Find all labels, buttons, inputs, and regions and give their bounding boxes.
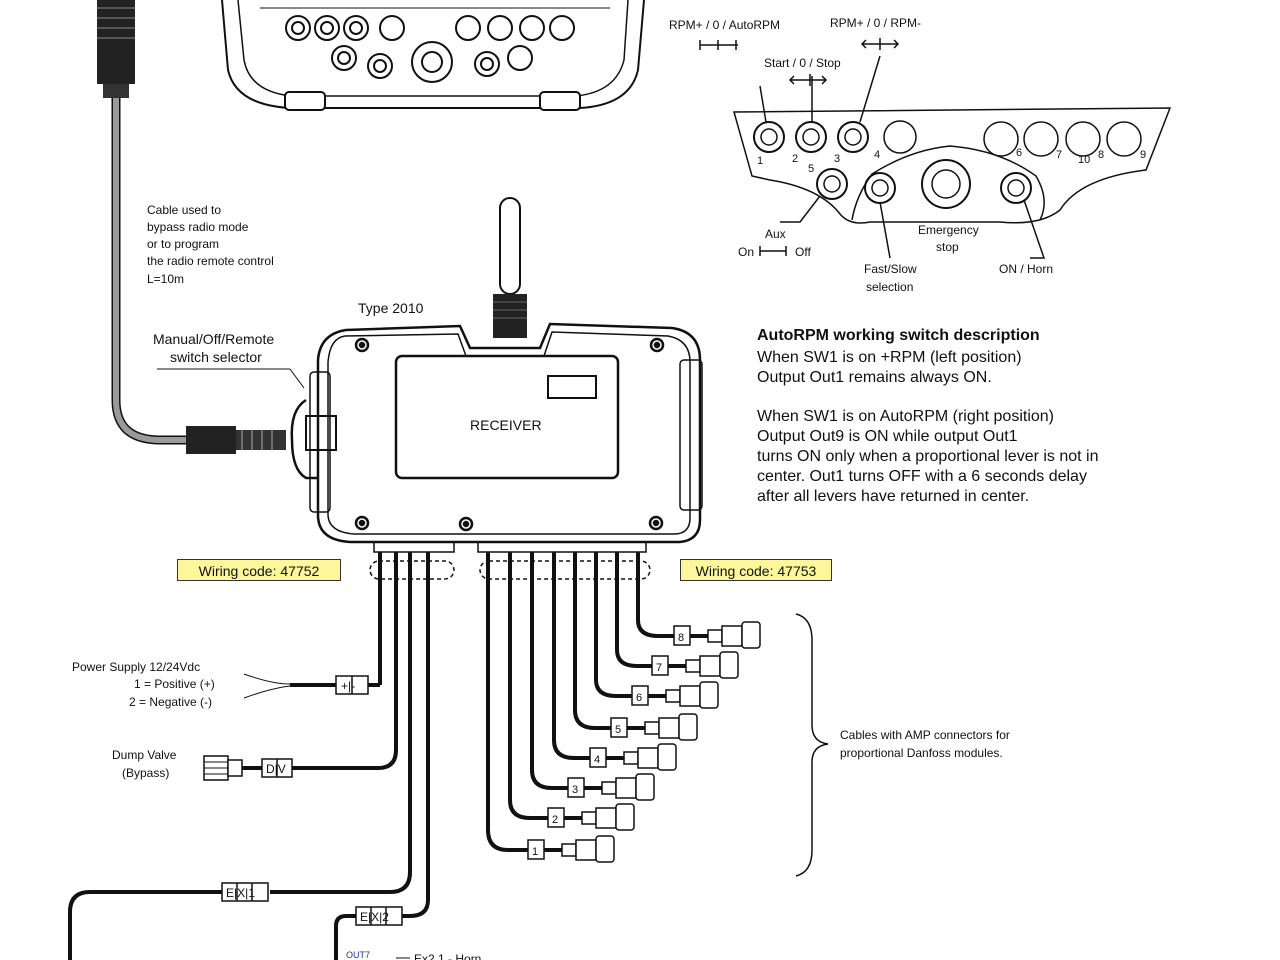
transmitter-drawing — [221, 0, 645, 111]
amp-brace — [795, 613, 829, 877]
switch-number-10: 10 — [1078, 154, 1090, 166]
amp-cables-line1: Cables with AMP connectors for — [840, 728, 1010, 742]
type-label: Type 2010 — [358, 300, 424, 316]
switch-number-1: 1 — [757, 155, 763, 167]
wiring-code-left: Wiring code: 47752 — [177, 559, 341, 581]
antenna — [493, 197, 527, 338]
cable-number-5: 5 — [615, 724, 621, 736]
switch-number-8: 8 — [1098, 149, 1104, 161]
power-supply-line3: 2 = Negative (-) — [129, 695, 212, 709]
dump-valve-line2: (Bypass) — [122, 766, 169, 780]
panel-switch-symbols — [699, 38, 900, 256]
description-title: AutoRPM working switch description — [757, 327, 1040, 344]
start-stop-label: Start / 0 / Stop — [764, 56, 841, 70]
harness-wires-left — [270, 552, 430, 918]
programming-cable — [97, 0, 286, 454]
aux-off-label: Off — [795, 245, 811, 259]
amp-connector-3 — [567, 773, 655, 801]
dv-connector-label: D|V — [266, 762, 286, 776]
wiring-code-right: Wiring code: 47753 — [680, 559, 832, 581]
control-panel-drawing — [733, 55, 1172, 259]
cable-number-3: 3 — [572, 784, 578, 796]
receiver-label: RECEIVER — [470, 417, 542, 433]
amp-connector-2 — [547, 803, 635, 831]
dump-valve-line1: Dump Valve — [112, 748, 177, 762]
rpm-rpm-label: RPM+ / 0 / RPM- — [830, 16, 921, 30]
ex2-label: E|X|2 — [360, 910, 389, 924]
cable-number-6: 6 — [636, 692, 642, 704]
description-line: When SW1 is on +RPM (left position) — [757, 349, 1022, 366]
aux-label: Aux — [765, 227, 786, 241]
on-horn-label: ON / Horn — [999, 262, 1053, 276]
out7-label: OUT7 — [346, 950, 370, 960]
description-line: When SW1 is on AutoRPM (right position) — [757, 408, 1055, 425]
switch-number-4: 4 — [874, 149, 880, 161]
cable-number-1: 1 — [532, 846, 538, 858]
receiver-box — [290, 322, 703, 553]
amp-connector-6 — [631, 681, 719, 709]
harness-wires-right — [486, 552, 674, 852]
power-connector-label: +|- — [341, 679, 355, 693]
dump-valve-connector — [203, 755, 293, 781]
ex1-label: E|X|1 — [226, 886, 255, 900]
cable-note-line1: Cable used to — [147, 203, 221, 217]
cable-number-8: 8 — [678, 632, 684, 644]
cable-note-line4: the radio remote control — [147, 254, 274, 268]
switch-number-5: 5 — [808, 163, 814, 175]
switch-number-6: 6 — [1016, 147, 1022, 159]
amp-connector-8 — [673, 621, 761, 649]
svg-text:Manual/Off/Remote: Manual/Off/Remote — [153, 331, 274, 347]
ex-cables — [68, 882, 410, 960]
switch-number-3: 3 — [834, 153, 840, 165]
amp-connectors — [527, 621, 761, 863]
description-line: turns ON only when a proportional lever … — [757, 448, 1099, 465]
cable-note-line2: bypass radio mode — [147, 220, 249, 234]
cable-note-line5: L=10m — [147, 272, 184, 286]
description-paragraph-1: When SW1 is on +RPM (left position) Outp… — [757, 348, 1177, 388]
description-line: center. Out1 turns OFF with a 6 seconds … — [757, 468, 1087, 485]
svg-text:switch selector: switch selector — [170, 349, 262, 365]
switch-number-9: 9 — [1140, 149, 1146, 161]
switch-number-7: 7 — [1056, 149, 1062, 161]
amp-connector-1 — [527, 835, 615, 863]
description-line: Output Out1 remains always ON. — [757, 369, 992, 386]
emergency-line2: stop — [936, 240, 959, 254]
description-line: Output Out9 is ON while output Out1 — [757, 428, 1018, 445]
emergency-line1: Emergency — [918, 223, 979, 237]
aux-on-label: On — [738, 245, 754, 259]
fast-slow-line1: Fast/Slow — [864, 262, 917, 276]
description-line: after all levers have returned in center… — [757, 488, 1030, 505]
amp-connector-5 — [610, 713, 698, 741]
switch-number-2: 2 — [792, 153, 798, 165]
switch-selector-label: Manual/Off/Remote switch selector — [153, 331, 305, 389]
amp-cables-line2: proportional Danfoss modules. — [840, 746, 1003, 760]
cable-note-line3: or to program — [147, 237, 219, 251]
cable-number-7: 7 — [656, 662, 662, 674]
fast-slow-line2: selection — [866, 280, 913, 294]
rpm-autorpm-label: RPM+ / 0 / AutoRPM — [669, 18, 780, 32]
amp-connector-4 — [589, 743, 677, 771]
autorpm-description: AutoRPM working switch description When … — [757, 326, 1177, 526]
cable-number-4: 4 — [594, 754, 600, 766]
amp-connector-7 — [651, 651, 739, 679]
power-supply-line2: 1 = Positive (+) — [134, 677, 215, 691]
power-supply-line1: Power Supply 12/24Vdc — [72, 660, 200, 674]
description-paragraph-2: When SW1 is on AutoRPM (right position) … — [757, 407, 1177, 507]
cable-number-2: 2 — [552, 814, 558, 826]
ex21-label: Ex2.1 - Horn — [414, 952, 481, 960]
power-supply-cable — [243, 673, 382, 699]
